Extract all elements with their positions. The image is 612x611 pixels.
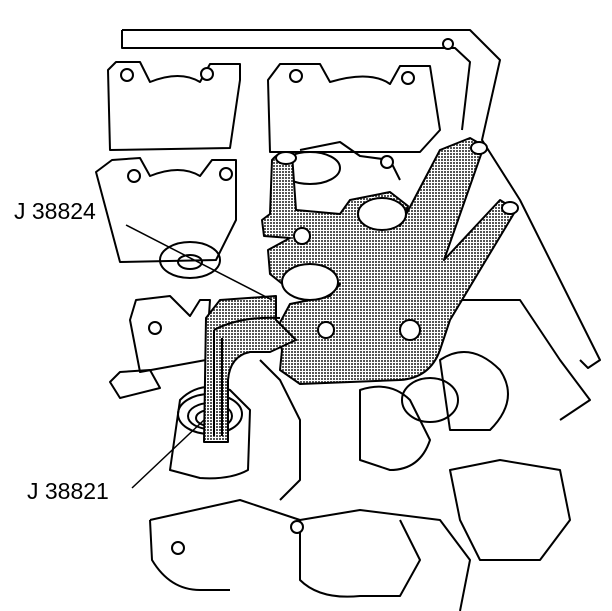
leader-lines — [125, 224, 273, 489]
callout-label-j38821: J 38821 — [27, 478, 109, 504]
cylinder-head — [95, 29, 601, 611]
bolt-holes — [120, 38, 454, 555]
callout-label-j38824: J 38824 — [14, 198, 96, 224]
tool-j38824 — [261, 137, 519, 385]
tool-j38821 — [203, 295, 297, 443]
